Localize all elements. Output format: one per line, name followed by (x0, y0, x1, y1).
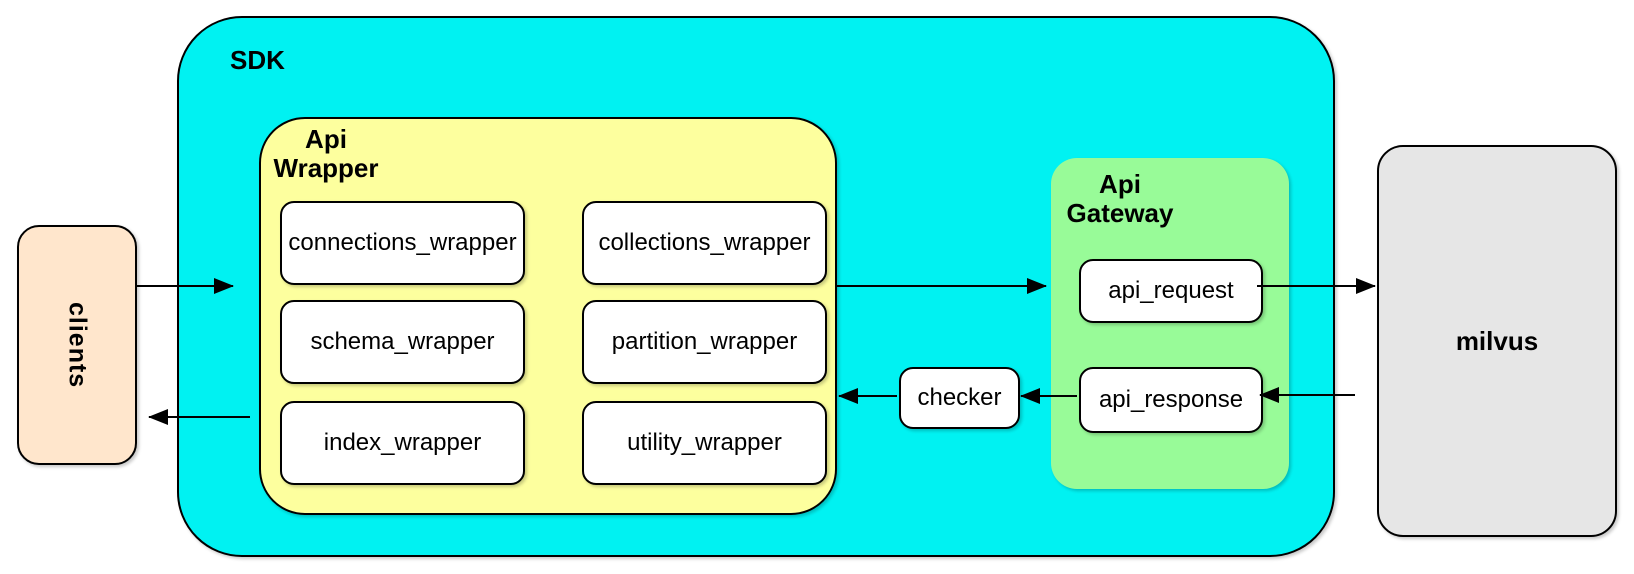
node-label: connections_wrapper (288, 229, 517, 256)
api-gateway-group: Api Gateway api_request api_response (1051, 158, 1289, 489)
api-gateway-title: Api Gateway (1066, 169, 1174, 228)
node-index-wrapper: index_wrapper (280, 401, 525, 485)
node-utility-wrapper: utility_wrapper (582, 401, 827, 485)
node-label: milvus (1455, 325, 1539, 356)
node-label: collections_wrapper (598, 229, 811, 256)
api-wrapper-group: Api Wrapper connections_wrapper schema_w… (259, 117, 837, 515)
node-clients: clients (17, 225, 137, 465)
node-partition-wrapper: partition_wrapper (582, 300, 827, 384)
node-milvus: milvus (1377, 145, 1617, 537)
node-label: api_request (1108, 277, 1234, 304)
node-label: clients (63, 301, 92, 389)
api-wrapper-title: Api Wrapper (273, 124, 379, 183)
sdk-title: SDK (230, 45, 285, 75)
node-label: utility_wrapper (627, 429, 782, 456)
node-label: partition_wrapper (611, 328, 798, 355)
node-schema-wrapper: schema_wrapper (280, 300, 525, 384)
node-api-request: api_request (1079, 259, 1263, 323)
node-label: api_response (1098, 386, 1244, 413)
node-label: index_wrapper (323, 429, 482, 456)
node-label: checker (917, 384, 1002, 411)
node-api-response: api_response (1079, 367, 1263, 433)
sdk-container: SDK Api Wrapper connections_wrapper sche… (177, 16, 1335, 557)
node-connections-wrapper: connections_wrapper (280, 201, 525, 285)
node-label: schema_wrapper (310, 328, 495, 355)
node-checker: checker (899, 367, 1020, 429)
node-collections-wrapper: collections_wrapper (582, 201, 827, 285)
